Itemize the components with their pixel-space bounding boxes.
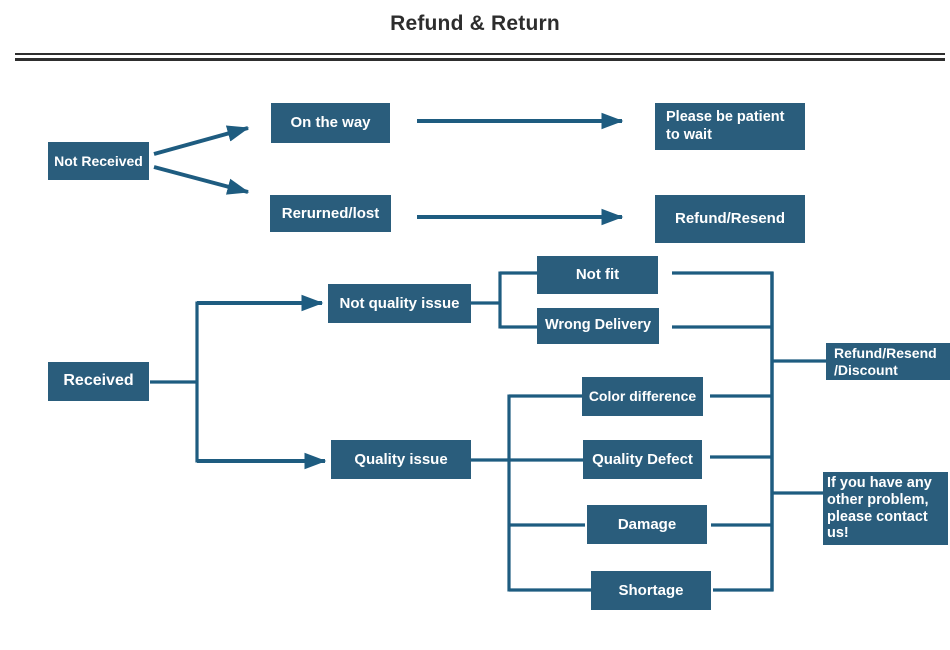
node-shortage: Shortage xyxy=(591,571,711,610)
edge-not-received-on-the-way xyxy=(153,125,250,156)
page-title: Refund & Return xyxy=(390,12,560,35)
divider-line xyxy=(15,58,945,61)
node-wrong-delivery: Wrong Delivery xyxy=(537,308,659,344)
node-on-the-way: On the way xyxy=(271,103,390,143)
title-divider xyxy=(15,53,945,61)
edge-not-received-returned-lost xyxy=(153,165,250,195)
node-not-quality-issue: Not quality issue xyxy=(328,284,471,323)
node-received: Received xyxy=(48,362,149,401)
node-not-fit: Not fit xyxy=(537,256,658,294)
divider-line xyxy=(15,53,945,55)
node-quality-defect: Quality Defect xyxy=(583,440,702,479)
node-not-received: Not Received xyxy=(48,142,149,180)
node-quality-issue: Quality issue xyxy=(331,440,471,479)
node-damage: Damage xyxy=(587,505,707,544)
node-color-difference: Color difference xyxy=(582,377,703,416)
node-refund-resend: Refund/Resend xyxy=(655,195,805,243)
node-be-patient: Please be patient to wait xyxy=(655,103,805,150)
node-contact-us: If you have any other problem, please co… xyxy=(823,472,948,545)
node-refund-resend-discount: Refund/Resend /Discount xyxy=(826,343,950,380)
node-returned-lost: Rerurned/lost xyxy=(270,195,391,232)
